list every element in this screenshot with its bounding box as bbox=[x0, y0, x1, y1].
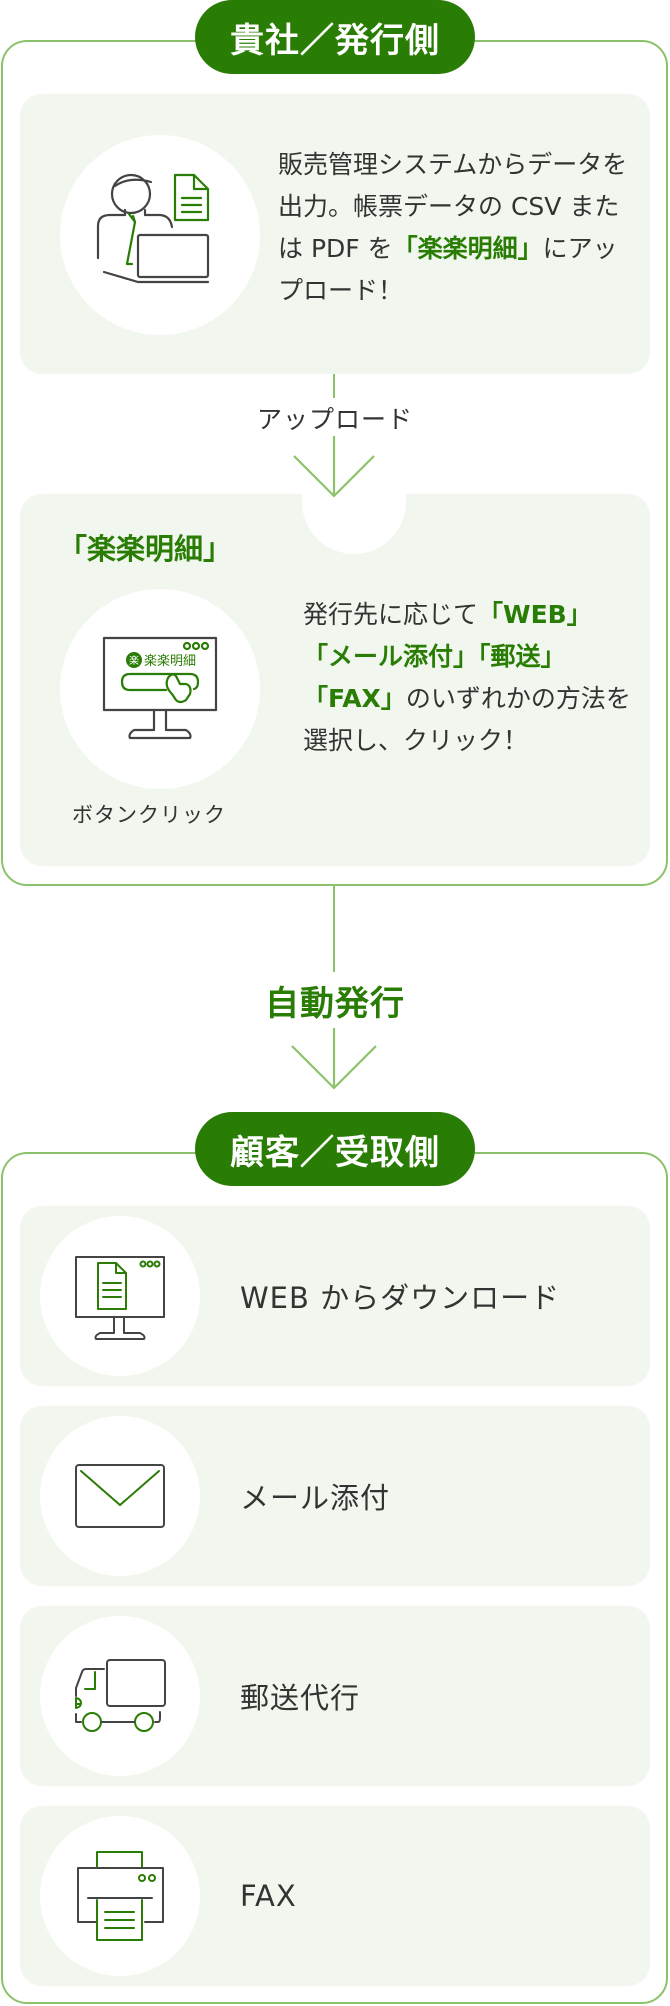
step-upload-description: 販売管理システムからデータを出力。帳票データの CSV または PDF を「楽楽… bbox=[278, 144, 628, 312]
issuer-badge: 貴社／発行側 bbox=[195, 0, 475, 74]
auto-issue-label: 自動発行 bbox=[265, 984, 405, 1024]
arrow-notch bbox=[302, 450, 406, 554]
step-click-card: 「楽楽明細」 楽 楽楽明細 発行先に応じて「WEB」「メール添付」「郵送」「FA… bbox=[20, 450, 650, 866]
option-web-highlight: 「WEB」 bbox=[478, 600, 592, 629]
truck-icon bbox=[75, 1659, 166, 1732]
envelope-icon bbox=[75, 1464, 165, 1528]
receiver-badge: 顧客／受取側 bbox=[195, 1112, 475, 1186]
person-laptop-document-icon bbox=[96, 173, 210, 284]
delivery-option-label: WEB からダウンロード bbox=[240, 1281, 561, 1315]
delivery-option-fax: FAX bbox=[20, 1806, 650, 1986]
icon-circle bbox=[60, 135, 260, 335]
product-title: 「楽楽明細」 bbox=[58, 532, 233, 566]
down-arrow-icon bbox=[291, 1028, 377, 1090]
delivery-option-label: メール添付 bbox=[240, 1481, 391, 1515]
delivery-option-label: 郵送代行 bbox=[240, 1681, 361, 1715]
button-click-caption: ボタンクリック bbox=[72, 803, 226, 827]
option-mail-post-highlight: 「メール添付」「郵送」 bbox=[303, 642, 566, 671]
icon-circle bbox=[40, 1616, 200, 1776]
icon-circle bbox=[40, 1216, 200, 1376]
monitor-document-icon bbox=[75, 1256, 165, 1340]
product-name-highlight: 「楽楽明細」 bbox=[392, 234, 543, 263]
upload-connector-label: アップロード bbox=[256, 405, 413, 434]
upload-text-tail: にアップロード！ bbox=[278, 234, 618, 305]
logo-text: 楽楽明細 bbox=[144, 653, 196, 669]
delivery-option-label: FAX bbox=[240, 1879, 297, 1913]
fax-printer-icon bbox=[77, 1851, 164, 1941]
step-click-description: 発行先に応じて「WEB」「メール添付」「郵送」「FAX」のいずれかの方法を選択し… bbox=[303, 594, 643, 762]
logo-mark: 楽 bbox=[129, 654, 139, 667]
monitor-button-click-icon: 楽 楽楽明細 bbox=[102, 636, 218, 740]
connector-line bbox=[333, 886, 335, 972]
delivery-option-email: メール添付 bbox=[20, 1406, 650, 1586]
down-arrow-icon bbox=[293, 436, 375, 498]
icon-circle: 楽 楽楽明細 bbox=[60, 589, 260, 789]
delivery-option-web: WEB からダウンロード bbox=[20, 1206, 650, 1386]
delivery-option-post: 郵送代行 bbox=[20, 1606, 650, 1786]
option-fax-highlight: 「FAX」 bbox=[303, 684, 406, 713]
icon-circle bbox=[40, 1816, 200, 1976]
click-text-lead: 発行先に応じて bbox=[303, 600, 479, 629]
click-text-tail: のいずれかの方法を選択し、クリック！ bbox=[303, 684, 631, 755]
step-upload-card: 販売管理システムからデータを出力。帳票データの CSV または PDF を「楽楽… bbox=[20, 94, 650, 374]
icon-circle bbox=[40, 1416, 200, 1576]
upload-text: 販売管理システムからデータを出力。帳票データの CSV または PDF を bbox=[278, 150, 628, 263]
connector-line bbox=[333, 374, 335, 398]
